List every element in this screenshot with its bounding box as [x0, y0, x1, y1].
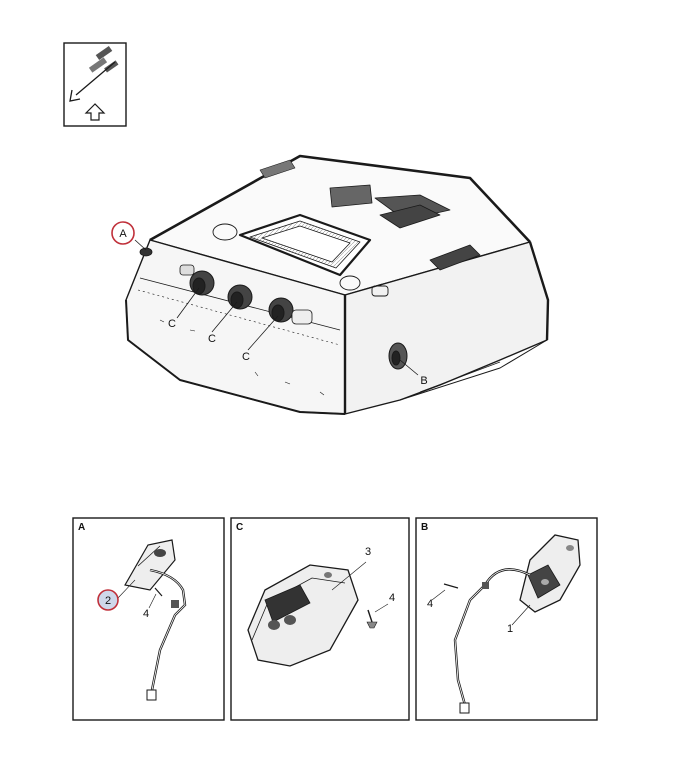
detail-panel-b-label: B [421, 522, 428, 533]
detail-panel-c: C 3 4 [230, 517, 410, 721]
roof-console-assembly [125, 154, 550, 415]
reading-lamp-left [179, 264, 215, 296]
reading-lamp-center [227, 284, 253, 310]
callout-c-center: C [208, 333, 216, 345]
detail-panel-a: A 2 4 [72, 517, 225, 721]
callout-a: A [119, 228, 127, 240]
detail-panel-b: B 4 1 [415, 517, 598, 721]
detail-c-number-3: 3 [365, 546, 371, 558]
detail-b-number-1: 1 [507, 623, 513, 635]
side-lamp [388, 342, 408, 370]
detail-a-number-4: 4 [143, 608, 149, 620]
detail-c-number-4: 4 [389, 592, 395, 604]
reading-lamp-right [268, 297, 313, 325]
callout-c-left: C [168, 318, 176, 330]
detail-a-number-2: 2 [105, 595, 111, 607]
callout-leaders [134, 239, 419, 376]
callout-b: B [420, 375, 427, 387]
detail-panel-c-label: C [236, 522, 243, 533]
callout-c-right: C [242, 351, 250, 363]
callout-a-circle [111, 221, 135, 245]
install-arrow-icon [63, 42, 127, 127]
detail-panel-a-label: A [78, 522, 85, 533]
part-2-highlight [97, 589, 119, 611]
detail-b-number-4: 4 [427, 598, 433, 610]
